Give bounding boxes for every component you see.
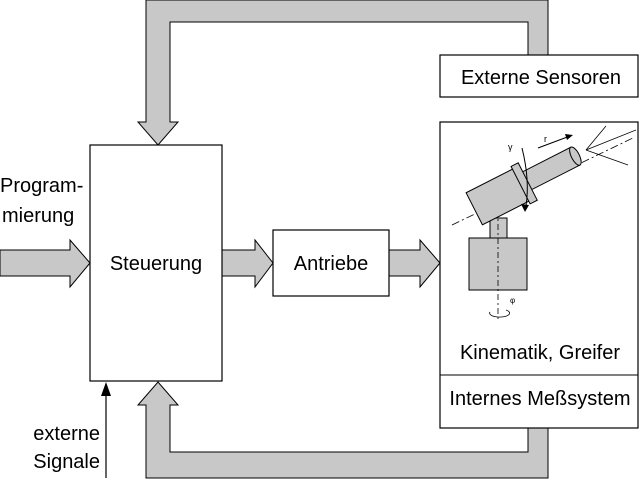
externe-signale-label-line2: Signale bbox=[33, 451, 100, 473]
robot-r-arrow bbox=[537, 135, 571, 149]
robot-gamma-arrowhead bbox=[521, 204, 529, 212]
externe-signale-arrowhead bbox=[101, 382, 111, 396]
robot-phi-rotation bbox=[489, 309, 510, 318]
robot-arm-line bbox=[585, 129, 637, 151]
robot-gripper bbox=[585, 125, 629, 166]
internes-messsystem-label: Internes Meßsystem bbox=[449, 388, 630, 410]
robot-arm-end bbox=[569, 146, 582, 166]
feedback-arrow-bottom bbox=[136, 381, 549, 479]
robot-gamma-arrow bbox=[521, 147, 528, 207]
robot-r-symbol: r bbox=[544, 134, 547, 144]
robot-wrist bbox=[510, 162, 538, 205]
externe-sensoren-label: Externe Sensoren bbox=[461, 67, 621, 89]
steuerung-to-antriebe-arrow bbox=[221, 238, 274, 289]
antriebe-box bbox=[272, 229, 390, 297]
steuerung-box bbox=[89, 144, 223, 382]
robot-illustration: γ r φ bbox=[451, 125, 637, 320]
externe-signale-label-line1: externe bbox=[33, 423, 100, 445]
antriebe-to-kinematik-arrow bbox=[388, 238, 441, 289]
robot-gamma-symbol: γ bbox=[508, 142, 513, 152]
programmierung-label-line2: mierung bbox=[2, 205, 74, 227]
robot-column bbox=[489, 217, 508, 239]
robot-phi-symbol: φ bbox=[510, 296, 515, 305]
robot-r-arrowhead bbox=[565, 134, 573, 140]
programmierung-label-line1: Program- bbox=[0, 175, 83, 197]
kinematik-label: Kinematik, Greifer bbox=[460, 342, 620, 364]
steuerung-label: Steuerung bbox=[110, 253, 202, 275]
antriebe-label: Antriebe bbox=[294, 253, 369, 275]
externe-sensoren-box bbox=[439, 54, 639, 98]
programmierung-arrow bbox=[0, 238, 91, 289]
